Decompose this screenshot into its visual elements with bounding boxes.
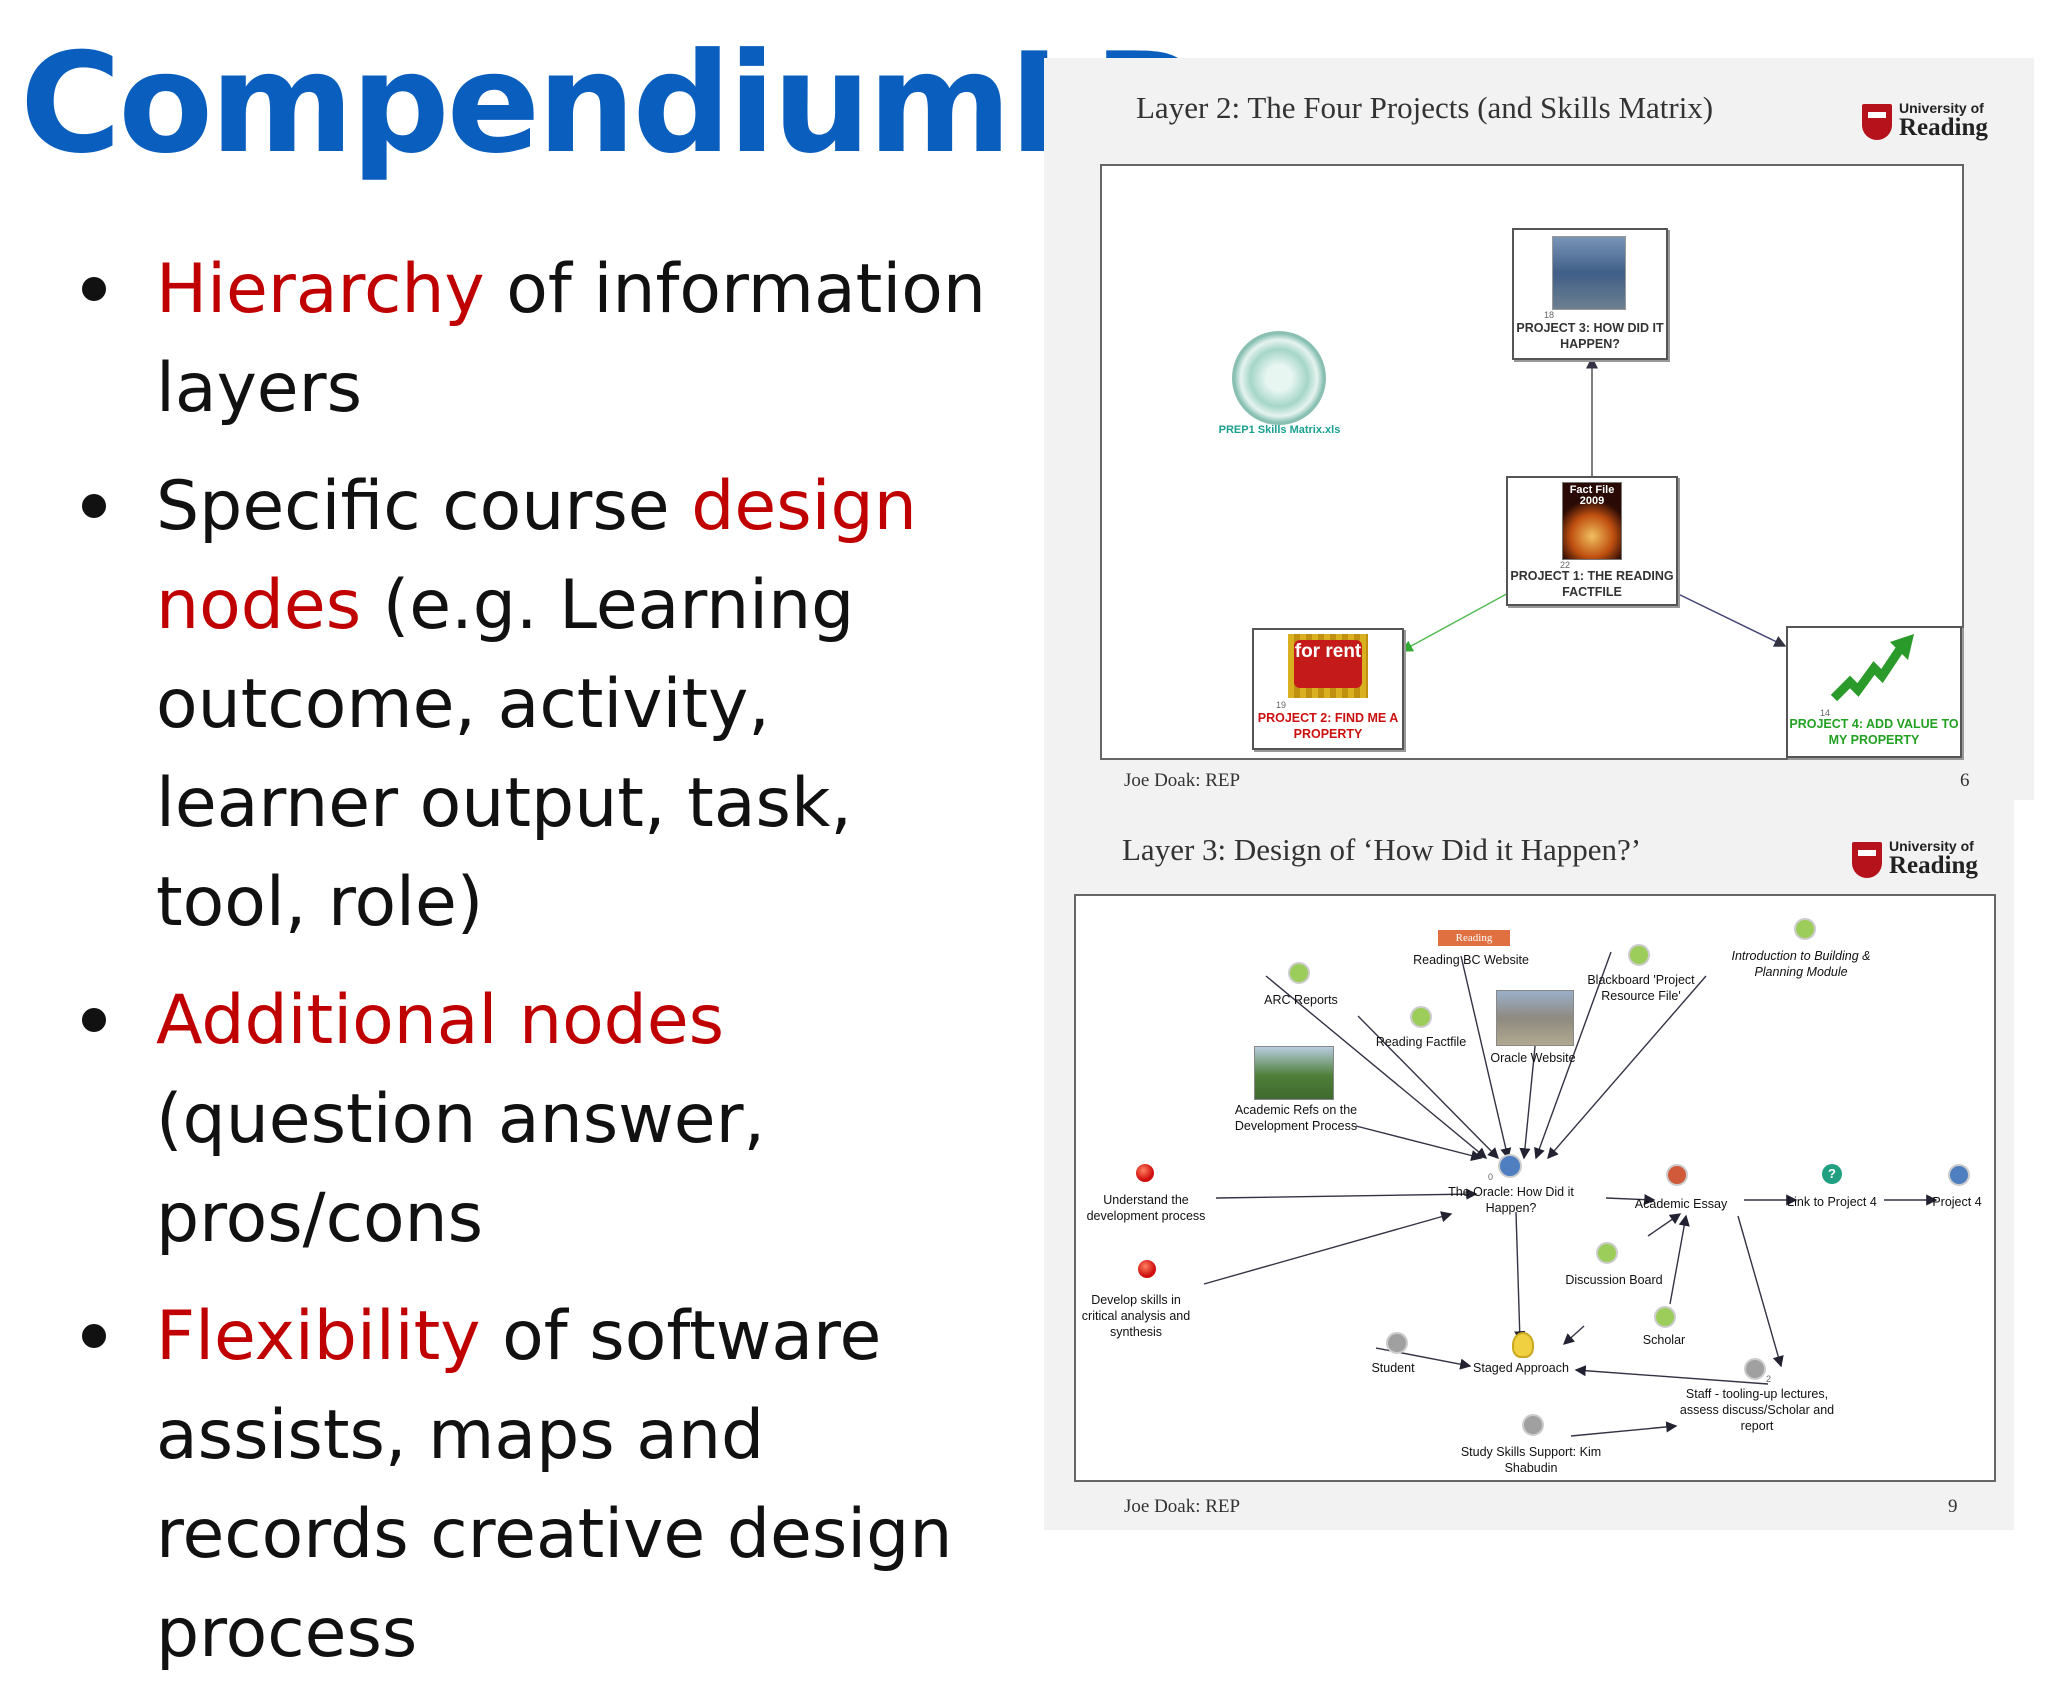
discussion-board-label[interactable]: Discussion Board xyxy=(1565,1273,1663,1287)
rising-arrow-icon xyxy=(1830,634,1914,702)
reading-factfile-label[interactable]: Reading Factfile xyxy=(1375,1035,1467,1049)
crest-icon xyxy=(1862,104,1892,140)
for-rent-sign-icon: for rent xyxy=(1288,634,1368,698)
student-label[interactable]: Student xyxy=(1371,1361,1415,1375)
question-icon[interactable]: ? xyxy=(1822,1164,1842,1184)
node-number: 0 xyxy=(1488,1172,1494,1182)
learning-outcome-icon[interactable] xyxy=(1138,1260,1156,1278)
bullet-item: Flexibility of software assists, maps an… xyxy=(60,1287,1020,1683)
bullet-highlight: Flexibility xyxy=(156,1297,481,1376)
resource-node-icon[interactable] xyxy=(1794,918,1816,940)
node-label: PROJECT 3: HOW DID IT HAPPEN? xyxy=(1516,321,1664,351)
node-number: 19 xyxy=(1276,700,1287,710)
layer2-connectors xyxy=(1400,356,1787,652)
node-label: PROJECT 2: FIND ME A PROPERTY xyxy=(1257,711,1399,741)
logo-line2: Reading xyxy=(1899,114,1988,141)
layer3-panel: Layer 3: Design of ‘How Did it Happen?’ … xyxy=(1044,800,2014,1530)
resource-node-icon[interactable] xyxy=(1288,962,1310,984)
bullet-text: Specific course xyxy=(156,467,692,546)
blackboard-label[interactable]: Blackboard 'Project Resource File' xyxy=(1587,973,1695,1003)
node-number: 22 xyxy=(1560,560,1571,570)
bullet-highlight: Additional nodes xyxy=(156,981,725,1060)
skills-matrix-icon[interactable] xyxy=(1232,331,1326,425)
building-photo-icon xyxy=(1552,236,1626,310)
bullet-item: Specific course design nodes (e.g. Learn… xyxy=(60,457,1020,952)
layer2-panel: Layer 2: The Four Projects (and Skills M… xyxy=(1044,58,2034,800)
staged-approach-label[interactable]: Staged Approach xyxy=(1473,1361,1569,1375)
staff-label[interactable]: Staff - tooling-up lectures, assess disc… xyxy=(1679,1387,1835,1433)
layer2-title: Layer 2: The Four Projects (and Skills M… xyxy=(1136,90,1714,125)
output-node-icon[interactable] xyxy=(1666,1164,1688,1186)
layer2-diagram: 18 PROJECT 3: HOW DID IT HAPPEN? PREP1 S… xyxy=(1100,164,1964,760)
logo-line1: University of xyxy=(1889,838,1974,854)
node-label: PROJECT 1: THE READING FACTFILE xyxy=(1510,569,1674,599)
layer3-connectors xyxy=(1203,951,1938,1437)
layer2-footer: Joe Doak: REP xyxy=(1124,770,1241,791)
resource-node-icon[interactable] xyxy=(1410,1006,1432,1028)
bullet-dot xyxy=(82,277,106,301)
resource-node-icon[interactable] xyxy=(1628,944,1650,966)
slide: CompendiumLD Hierarchy of information la… xyxy=(20,23,2034,1673)
academic-essay-label[interactable]: Academic Essay xyxy=(1634,1197,1728,1211)
oracle-website-label[interactable]: Oracle Website xyxy=(1490,1051,1576,1065)
arc-reports-label[interactable]: ARC Reports xyxy=(1264,993,1338,1007)
bullet-text: (question answer, pros/cons xyxy=(156,1080,766,1258)
project4-label[interactable]: Project 4 xyxy=(1932,1195,1982,1209)
node-number: 18 xyxy=(1544,310,1555,320)
link-project4-label[interactable]: Link to Project 4 xyxy=(1787,1195,1877,1209)
bullet-text: (e.g. Learning outcome, activity, learne… xyxy=(156,566,855,942)
learning-outcome-icon[interactable] xyxy=(1136,1164,1154,1182)
bullet-highlight: design nodes xyxy=(156,467,917,645)
crest-icon xyxy=(1852,842,1882,878)
bullet-item: Additional nodes (question answer, pros/… xyxy=(60,971,1020,1268)
lightbulb-icon[interactable] xyxy=(1512,1332,1534,1358)
map-node-icon[interactable] xyxy=(1948,1164,1970,1186)
slide-title: CompendiumLD xyxy=(20,23,1208,184)
bullet-dot xyxy=(82,1324,106,1348)
bullet-list: Hierarchy of information layers Specific… xyxy=(60,240,1020,1702)
intro-module-label[interactable]: Introduction to Building & Planning Modu… xyxy=(1731,949,1871,979)
scholar-label[interactable]: Scholar xyxy=(1642,1333,1686,1347)
university-logo: University of Reading xyxy=(1852,838,1992,886)
develop-skills-label[interactable]: Develop skills in critical analysis and … xyxy=(1081,1293,1191,1339)
node-number: 2 xyxy=(1766,1374,1772,1384)
university-logo: University of Reading xyxy=(1862,100,2002,148)
layer3-footer: Joe Doak: REP xyxy=(1124,1496,1241,1517)
project3-node[interactable]: 18 PROJECT 3: HOW DID IT HAPPEN? xyxy=(1512,228,1668,360)
bullet-item: Hierarchy of information layers xyxy=(60,240,1020,438)
bullet-text: of information layers xyxy=(156,250,986,428)
academic-refs-label[interactable]: Academic Refs on the Development Process xyxy=(1234,1103,1358,1133)
layer3-page-number: 9 xyxy=(1948,1496,1958,1517)
understand-label[interactable]: Understand the development process xyxy=(1086,1193,1206,1223)
oracle-central-label[interactable]: The Oracle: How Did it Happen? xyxy=(1448,1185,1574,1215)
role-node-icon[interactable] xyxy=(1386,1332,1408,1354)
oracle-photo-icon[interactable] xyxy=(1496,990,1574,1046)
tool-node-icon[interactable] xyxy=(1596,1242,1618,1264)
role-node-icon[interactable] xyxy=(1744,1358,1766,1380)
node-number: 14 xyxy=(1820,708,1831,718)
factfile-cover-icon: Fact File 2009 xyxy=(1562,482,1622,560)
bullet-highlight: Hierarchy xyxy=(156,250,485,329)
reading-bc-label[interactable]: Reading BC Website xyxy=(1413,953,1529,967)
skills-matrix-label[interactable]: PREP1 Skills Matrix.xls xyxy=(1218,424,1341,436)
activity-node-icon[interactable] xyxy=(1498,1154,1522,1178)
node-label: PROJECT 4: ADD VALUE TO MY PROPERTY xyxy=(1789,717,1959,747)
reading-logo-icon: Reading xyxy=(1438,930,1510,946)
logo-line1: University of xyxy=(1899,100,1984,116)
bullet-dot xyxy=(82,494,106,518)
sign-text: for rent xyxy=(1294,640,1362,688)
layer3-title: Layer 3: Design of ‘How Did it Happen?’ xyxy=(1122,832,1642,867)
role-node-icon[interactable] xyxy=(1522,1414,1544,1436)
project4-node[interactable]: 14 PROJECT 4: ADD VALUE TO MY PROPERTY xyxy=(1786,626,1962,758)
project1-node[interactable]: Fact File 2009 22 PROJECT 1: THE READING… xyxy=(1506,476,1678,606)
logo-line2: Reading xyxy=(1889,852,1978,879)
study-skills-label[interactable]: Study Skills Support: Kim Shabudin xyxy=(1460,1445,1602,1475)
cover-text: Fact File 2009 xyxy=(1569,484,1615,507)
bullet-dot xyxy=(82,1008,106,1032)
campus-photo-icon[interactable] xyxy=(1254,1046,1334,1100)
project2-node[interactable]: for rent 19 PROJECT 2: FIND ME A PROPERT… xyxy=(1252,628,1404,750)
tool-node-icon[interactable] xyxy=(1654,1306,1676,1328)
layer3-diagram: Reading Reading BC Website ARC Reports B… xyxy=(1074,894,1996,1482)
layer2-page-number: 6 xyxy=(1960,770,1970,791)
